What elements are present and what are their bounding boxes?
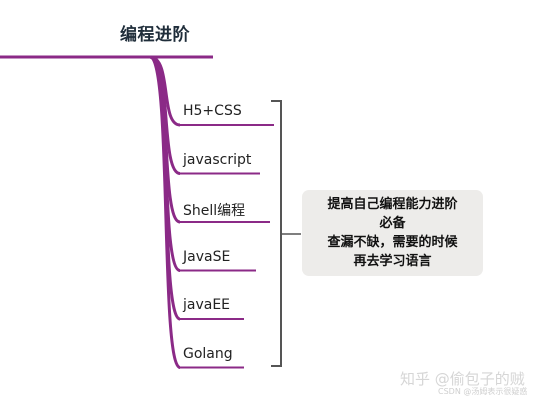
branch-connector bbox=[148, 55, 182, 369]
branch-label[interactable]: javaEE bbox=[183, 297, 231, 313]
branch-label[interactable]: javascript bbox=[183, 151, 252, 168]
note-line: 再去学习语言 bbox=[353, 254, 432, 269]
branch-label[interactable]: Shell编程 bbox=[183, 203, 246, 219]
note-line: 提高自己编程能力进阶 bbox=[327, 197, 458, 212]
summary-note[interactable]: 提高自己编程能力进阶 必备 查漏不缺，需要的时候 再去学习语言 bbox=[302, 190, 483, 276]
branch-label[interactable]: JavaSE bbox=[183, 248, 231, 265]
branch-label[interactable]: H5+CSS bbox=[183, 103, 242, 119]
note-line: 必备 bbox=[379, 216, 406, 231]
branch-label[interactable]: Golang bbox=[183, 345, 233, 362]
csdn-watermark: CSDN @汤姆表示很疑惑 bbox=[438, 387, 528, 396]
summary-bracket bbox=[271, 100, 282, 367]
root-title[interactable]: 编程进阶 bbox=[120, 25, 190, 45]
zhihu-watermark: 知乎 @偷包子的贼 bbox=[400, 370, 525, 388]
note-line: 查漏不缺，需要的时候 bbox=[327, 235, 458, 250]
